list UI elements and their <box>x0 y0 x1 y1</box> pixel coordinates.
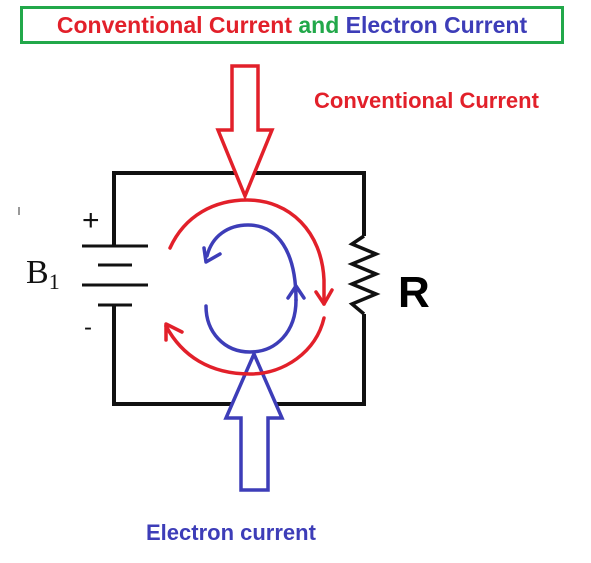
battery-label: B1 <box>26 254 60 294</box>
title-electron: Electron Current <box>345 11 528 38</box>
title-and: and <box>291 11 346 38</box>
battery-plus-sign: + <box>82 204 100 237</box>
title-conventional: Conventional Current <box>56 11 292 38</box>
electron-current-arrow <box>223 349 285 492</box>
circuit-wires <box>112 171 366 406</box>
conventional-current-label: Conventional Current <box>314 88 539 113</box>
conventional-current-arrow <box>215 64 275 201</box>
conventional-arrowhead-right <box>314 288 334 306</box>
electron-current-label: Electron current <box>146 520 316 545</box>
conventional-arrowhead-left <box>164 322 184 342</box>
battery-symbol <box>82 236 148 322</box>
conventional-current-loop <box>164 198 326 376</box>
electron-loop-right <box>204 298 298 354</box>
title-box: Conventional Current and Electron Curren… <box>20 6 564 44</box>
resistor-label: R <box>398 268 430 317</box>
conventional-loop-upper <box>168 198 326 306</box>
resistor-symbol <box>347 234 381 316</box>
conventional-loop-arrowheads <box>164 288 334 342</box>
electron-arrowhead-right <box>286 284 306 300</box>
battery-label-subscript: 1 <box>48 269 60 294</box>
electron-loop-left <box>205 223 298 302</box>
battery-minus-sign: - <box>84 314 92 341</box>
conventional-loop-lower <box>164 316 326 376</box>
electron-loop-arrowheads <box>202 246 306 300</box>
battery-label-main: B <box>26 254 49 291</box>
electron-current-loop <box>204 223 298 354</box>
electron-arrowhead-left <box>202 246 222 264</box>
